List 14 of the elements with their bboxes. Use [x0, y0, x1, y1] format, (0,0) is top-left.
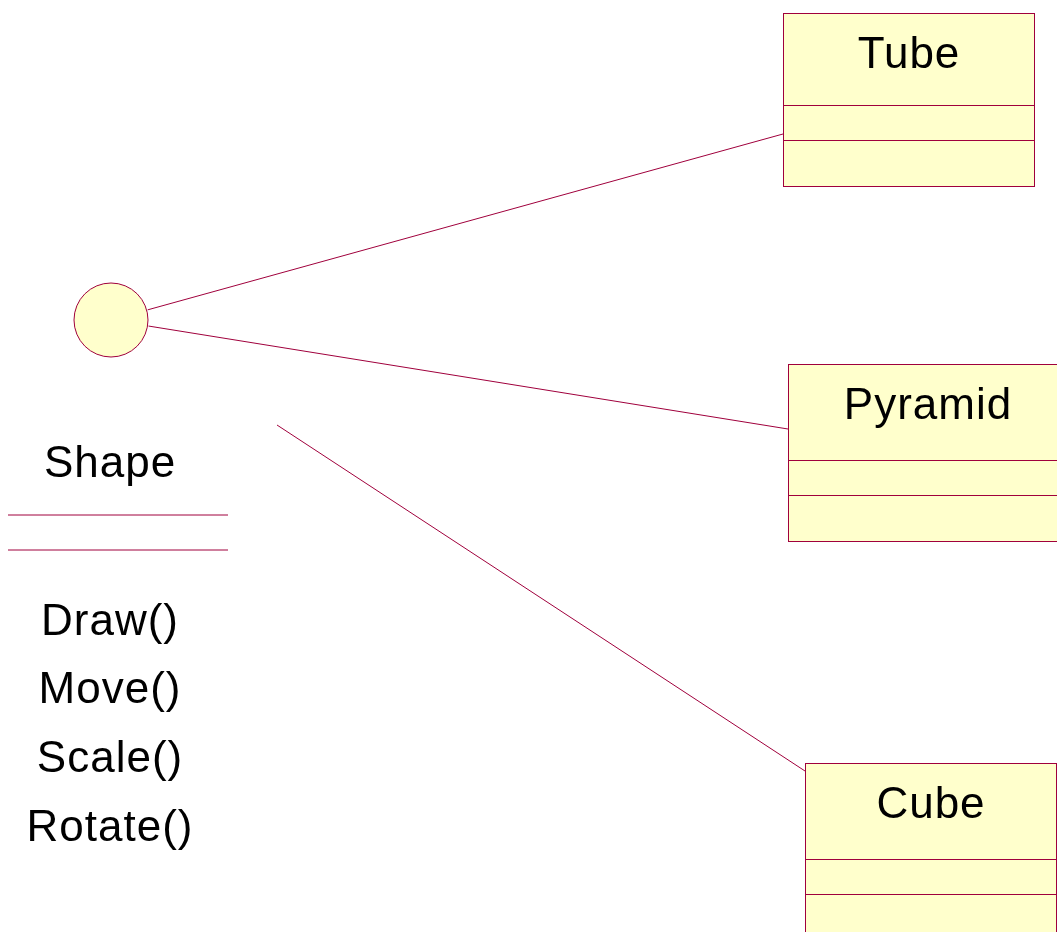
connector-line [147, 133, 784, 311]
interface-name: Shape [42, 437, 178, 487]
class-name: Pyramid [842, 379, 1014, 429]
connector-line [276, 424, 806, 772]
method-name: Scale() [35, 732, 185, 782]
class-box [783, 13, 1035, 187]
class-name: Cube [875, 778, 987, 828]
connector-line [148, 325, 789, 430]
method-name: Move() [37, 663, 183, 713]
class-box [788, 364, 1057, 542]
method-name: Draw() [40, 595, 180, 645]
class-name: Tube [856, 28, 962, 78]
class-box [805, 763, 1057, 932]
method-name: Rotate() [25, 801, 195, 851]
